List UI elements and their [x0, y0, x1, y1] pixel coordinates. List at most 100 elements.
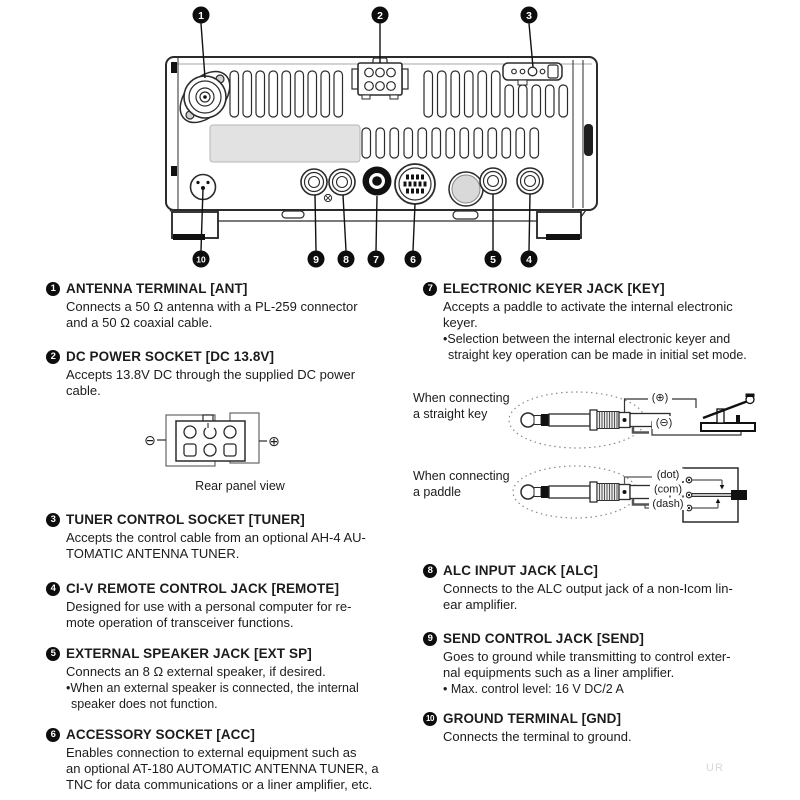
callout-10: 10	[192, 250, 210, 268]
item-body: Accepts the control cable from an option…	[66, 530, 366, 561]
item-number: 2	[46, 350, 60, 364]
minus-wire-label: (⊖)	[656, 417, 673, 429]
item-body: Accepts 13.8V DC through the supplied DC…	[66, 367, 356, 398]
callout-3: 3	[520, 6, 538, 24]
item-body: Connects the terminal to ground.	[443, 729, 632, 744]
com-wire-label: (com)	[654, 484, 682, 496]
callout-2: 2	[371, 6, 389, 24]
side-tab	[171, 62, 177, 73]
vent-slots	[229, 70, 569, 159]
item-note: • Max. control level: 16 V DC/2 A	[443, 682, 624, 696]
svg-text:7: 7	[373, 254, 379, 266]
phone-plug	[520, 409, 671, 434]
item-number: 6	[46, 728, 60, 742]
item-title: GROUND TERMINAL [GND]	[443, 711, 622, 726]
item-dc-power-socket: 2 DC POWER SOCKET [DC 13.8V] Accepts 13.…	[46, 349, 398, 399]
item-number: 4	[46, 582, 60, 596]
foot-left	[171, 211, 219, 240]
dc-power-socket	[351, 57, 409, 100]
plus-terminal-symbol: ⊕	[268, 433, 280, 449]
item-number: 8	[423, 564, 437, 578]
paddle-connect-label: When connecting a paddle	[413, 469, 510, 499]
item-title: SEND CONTROL JACK [SEND]	[443, 631, 644, 646]
callout-lines	[200, 23, 534, 251]
acc-socket	[394, 163, 436, 205]
svg-text:5: 5	[490, 254, 496, 266]
dot-wire-label: (dot)	[657, 469, 680, 481]
round-opening	[448, 171, 484, 207]
svg-text:6: 6	[410, 254, 416, 266]
item-antenna-terminal: 1 ANTENNA TERMINAL [ANT] Connects a 50 Ω…	[46, 281, 398, 331]
dc-connector-diagram: ⊖ ⊕ Rear panel view	[144, 412, 286, 493]
callout-7: 7	[367, 250, 385, 268]
item-title: CI-V REMOTE CONTROL JACK [REMOTE]	[66, 581, 340, 596]
panel-screw	[323, 193, 333, 203]
callout-8: 8	[337, 250, 355, 268]
callout-9: 9	[307, 250, 325, 268]
item-body: Connects an 8 Ω external speaker, if des…	[66, 664, 326, 679]
callout-5: 5	[484, 250, 502, 268]
item-body: Enables connection to external equipment…	[66, 745, 379, 792]
minus-terminal-symbol: ⊖	[144, 432, 156, 448]
straight-key	[700, 393, 756, 432]
item-title: ALC INPUT JACK [ALC]	[443, 563, 598, 578]
foot-right	[536, 211, 582, 240]
item-title: ELECTRONIC KEYER JACK [KEY]	[443, 281, 665, 296]
item-number: 10	[423, 712, 437, 726]
item-body: Connects to the ALC output jack of a non…	[443, 581, 733, 612]
plus-wire-label: (⊕)	[652, 392, 669, 404]
svg-text:8: 8	[343, 254, 349, 266]
item-civ-remote-jack: 4 CI-V REMOTE CONTROL JACK [REMOTE] Desi…	[46, 581, 398, 631]
item-number: 9	[423, 632, 437, 646]
paddle-box	[682, 467, 747, 523]
item-accessory-socket: 6 ACCESSORY SOCKET [ACC] Enables connect…	[46, 727, 398, 793]
item-title: TUNER CONTROL SOCKET [TUNER]	[66, 512, 305, 527]
item-number: 1	[46, 282, 60, 296]
callout-4: 4	[520, 250, 538, 268]
cord-grommet	[584, 124, 593, 156]
item-send-control-jack: 9 SEND CONTROL JACK [SEND] Goes to groun…	[423, 631, 785, 698]
rear-panel-diagram: 1 2 3 10 9 8 7 6 5 4	[165, 6, 598, 268]
svg-text:2: 2	[377, 10, 383, 22]
item-title: ACCESSORY SOCKET [ACC]	[66, 727, 255, 742]
callouts: 1 2 3 10 9 8 7 6 5 4	[192, 6, 538, 268]
key-jack	[362, 166, 392, 196]
ext-sp-jack	[479, 167, 507, 195]
item-ground-terminal: 10 GROUND TERMINAL [GND] Connects the te…	[423, 711, 785, 745]
svg-text:9: 9	[313, 254, 319, 266]
item-body: Goes to ground while transmitting to con…	[443, 649, 731, 680]
dc-pins	[183, 423, 237, 457]
label-plate	[209, 124, 361, 163]
item-title: DC POWER SOCKET [DC 13.8V]	[66, 349, 275, 364]
bottom-lip	[169, 209, 587, 222]
svg-text:1: 1	[198, 10, 204, 22]
item-tuner-control-socket: 3 TUNER CONTROL SOCKET [TUNER] Accepts t…	[46, 512, 398, 562]
item-number: 3	[46, 513, 60, 527]
paddle-diagram: (dot) (com) (dash)	[512, 465, 747, 523]
item-external-speaker-jack: 5 EXTERNAL SPEAKER JACK [EXT SP] Connect…	[46, 646, 398, 712]
keyer-wiring-diagrams: (⊕) (⊖)	[508, 391, 756, 523]
send-jack	[300, 168, 328, 196]
remote-jack	[516, 167, 544, 195]
item-note: •When an external speaker is connected, …	[66, 681, 359, 711]
item-alc-input-jack: 8 ALC INPUT JACK [ALC] Connects to the A…	[423, 563, 785, 613]
side-tab	[171, 166, 177, 176]
paddle-knob	[731, 490, 747, 500]
callout-1: 1	[192, 6, 210, 24]
phone-plug	[520, 481, 671, 506]
dc-diagram-caption: Rear panel view	[195, 479, 286, 493]
item-title: ANTENNA TERMINAL [ANT]	[66, 281, 248, 296]
ant-connector	[179, 70, 231, 124]
straight-key-connect-label: When connecting a straight key	[413, 391, 510, 421]
item-note: •Selection between the internal electron…	[443, 332, 747, 362]
gnd-terminal	[189, 173, 217, 201]
item-body: Accepts a paddle to activate the interna…	[443, 299, 733, 330]
item-number: 5	[46, 647, 60, 661]
straight-key-diagram: (⊕) (⊖)	[508, 391, 756, 449]
item-number: 7	[423, 282, 437, 296]
watermark: UR	[706, 762, 724, 774]
svg-text:10: 10	[196, 254, 206, 264]
item-title: EXTERNAL SPEAKER JACK [EXT SP]	[66, 646, 312, 661]
alc-jack	[328, 168, 356, 196]
